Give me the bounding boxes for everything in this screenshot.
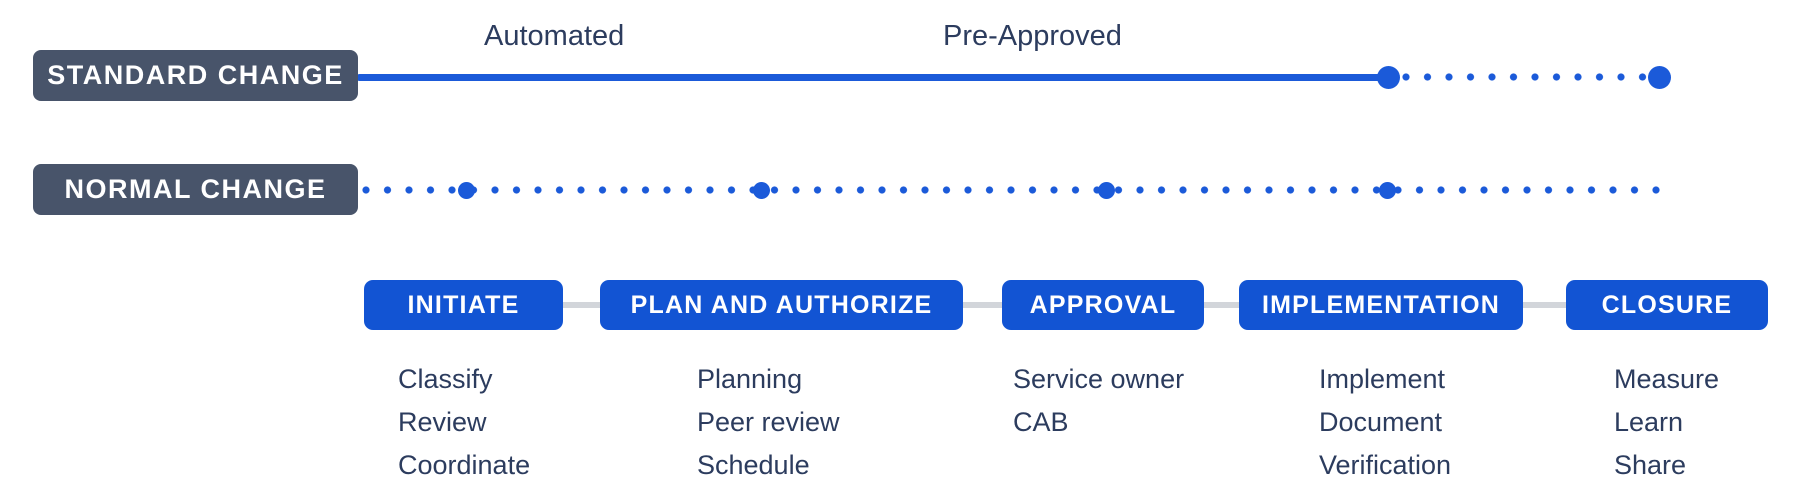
- milestone-dot: [1379, 182, 1396, 199]
- stage-item: Schedule: [697, 450, 810, 480]
- stage-item: Verification: [1319, 450, 1452, 480]
- track-label-normal-change: NORMAL CHANGE: [33, 164, 358, 215]
- milestone-dot: [753, 182, 770, 199]
- milestone-dot: [1377, 66, 1400, 89]
- stage-chip-implementation: IMPLEMENTATION: [1239, 280, 1523, 330]
- stage-item: Share: [1614, 450, 1687, 480]
- stage-item: Peer review: [697, 407, 840, 437]
- milestone-dot: [1098, 182, 1115, 199]
- normal-change-dotted-line: [362, 186, 1664, 194]
- stage-item: Classify: [398, 364, 493, 394]
- phase-label-pre-approved: Pre-Approved: [943, 20, 1122, 52]
- stage-chip-initiate: INITIATE: [364, 280, 563, 330]
- standard-change-solid-line: [356, 74, 1390, 81]
- stage-items-implementation: Implement Document Verification: [1319, 358, 1451, 487]
- milestone-dot: [458, 182, 475, 199]
- track-label-standard-change: STANDARD CHANGE: [33, 50, 358, 101]
- stage-item: Planning: [697, 364, 803, 394]
- stage-items-plan-and-authorize: Planning Peer review Schedule: [697, 358, 840, 487]
- standard-change-dotted-line: [1402, 73, 1648, 81]
- stage-chip-plan-and-authorize: PLAN AND AUTHORIZE: [600, 280, 963, 330]
- stage-item: Learn: [1614, 407, 1684, 437]
- stage-items-initiate: Classify Review Coordinate: [398, 358, 530, 487]
- stage-item: Measure: [1614, 364, 1720, 394]
- stage-item: Service owner: [1013, 364, 1185, 394]
- stage-items-closure: Measure Learn Share: [1614, 358, 1719, 487]
- stage-item: Review: [398, 407, 487, 437]
- phase-label-automated: Automated: [484, 20, 625, 52]
- stage-item: Coordinate: [398, 450, 531, 480]
- stage-item: Implement: [1319, 364, 1446, 394]
- stage-chip-closure: CLOSURE: [1566, 280, 1768, 330]
- stage-items-approval: Service owner CAB: [1013, 358, 1184, 444]
- stage-item: Document: [1319, 407, 1443, 437]
- stage-chip-approval: APPROVAL: [1002, 280, 1204, 330]
- stage-item: CAB: [1013, 407, 1069, 437]
- milestone-dot: [1648, 66, 1671, 89]
